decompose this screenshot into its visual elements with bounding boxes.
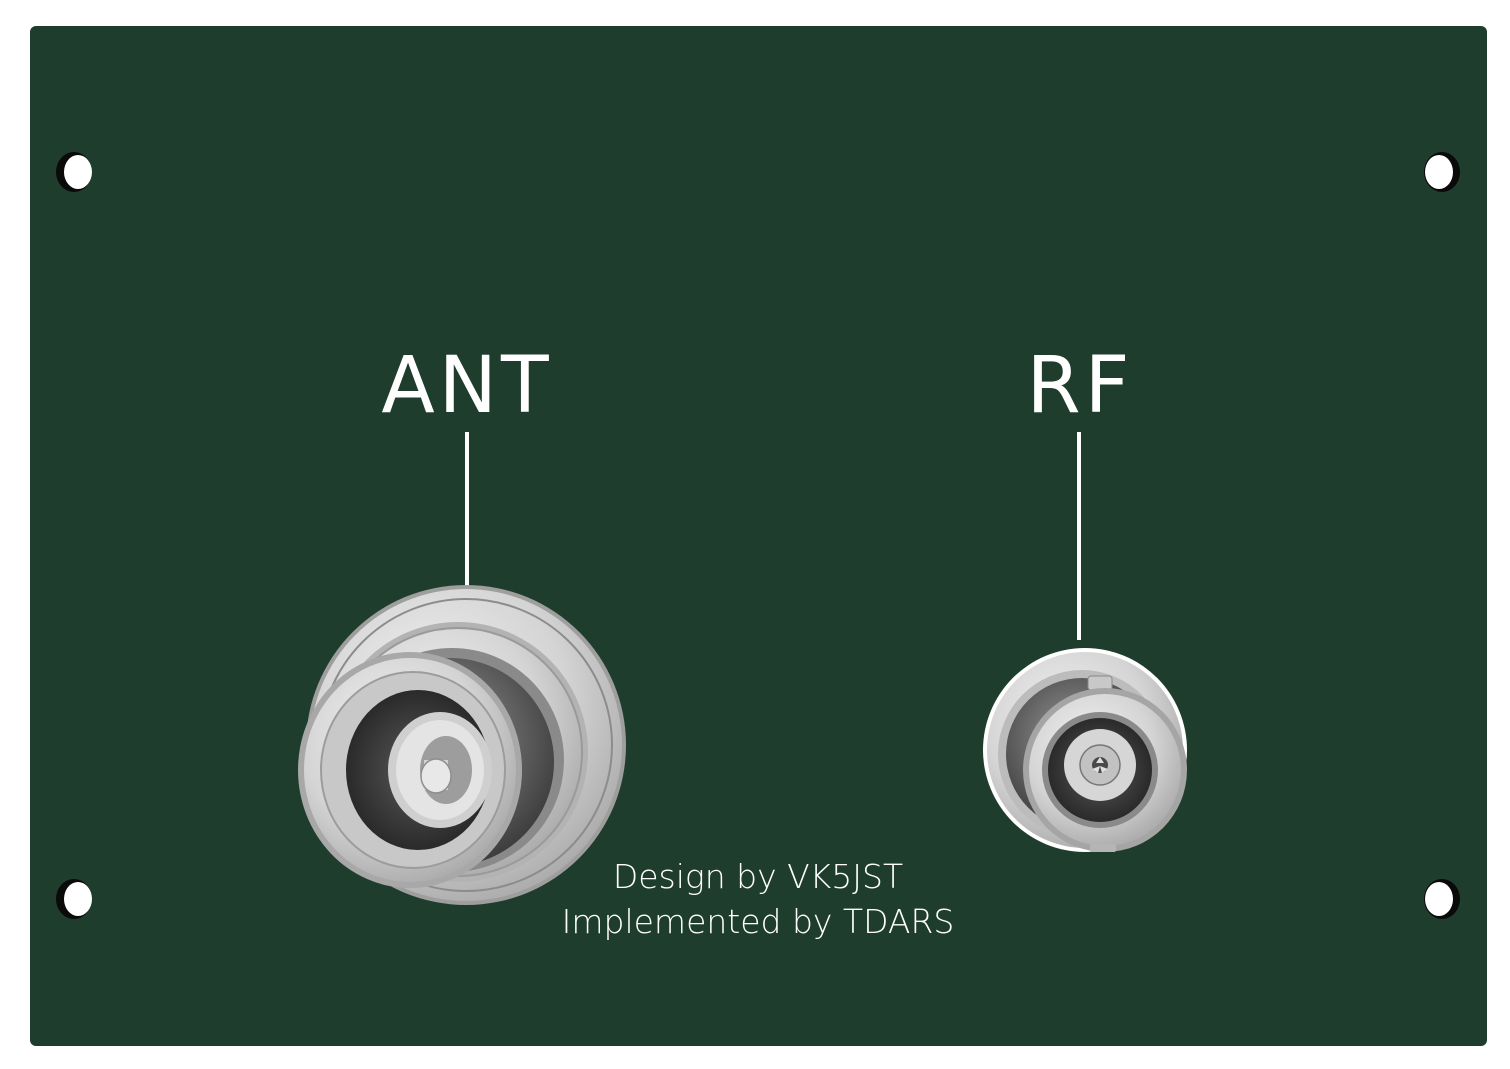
rf-bnc-connector-icon [983, 648, 1187, 852]
mounting-hole-top-right [1424, 152, 1460, 192]
mounting-hole-top-left [56, 152, 92, 192]
ant-leader-line [465, 432, 469, 600]
credit-implemented: Implemented by TDARS [562, 902, 955, 941]
ant-bnc-connector-icon [298, 585, 626, 905]
ant-label: ANT [381, 341, 552, 431]
rf-label: RF [1026, 341, 1133, 431]
rf-leader-line [1077, 432, 1081, 640]
credit-design: Design by VK5JST [613, 857, 903, 896]
mounting-hole-bottom-left [56, 879, 92, 919]
mounting-hole-bottom-right [1424, 879, 1460, 919]
